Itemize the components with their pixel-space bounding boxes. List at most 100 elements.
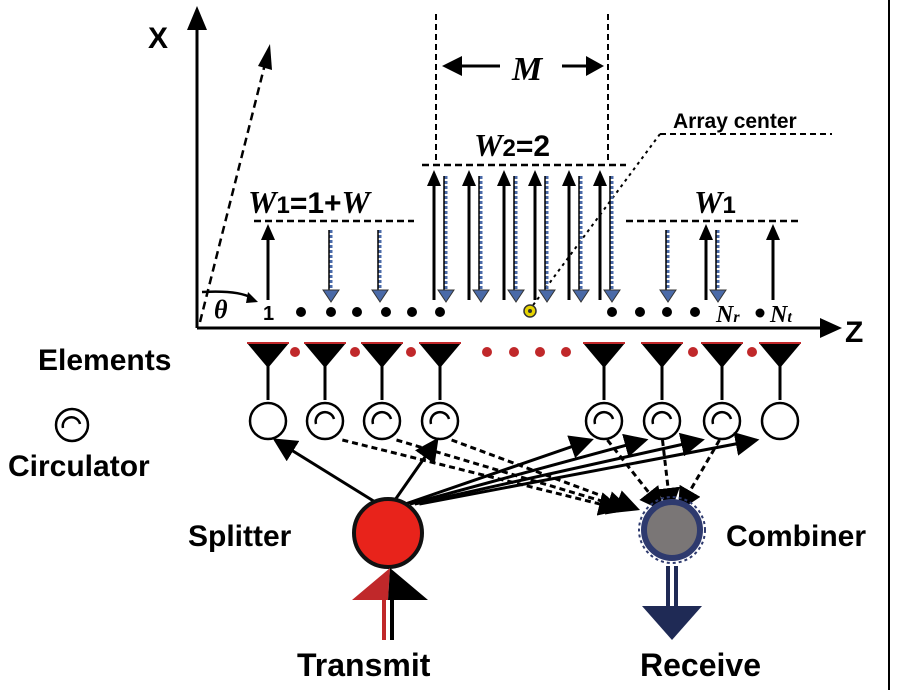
nt-label: Nt	[769, 302, 792, 328]
antenna-element	[759, 343, 801, 368]
circulator-arc	[314, 410, 336, 425]
nr-nt-separator-dot	[755, 308, 765, 318]
array-position-dot	[326, 307, 336, 317]
antenna-element	[247, 343, 289, 368]
array-position-dot	[407, 307, 417, 317]
array-position-dot	[296, 307, 306, 317]
circulator-legend-icon	[54, 407, 90, 443]
antenna-elements	[247, 342, 801, 400]
tx-weight-arrowhead	[699, 224, 713, 240]
tx-weight-arrowhead	[562, 170, 576, 186]
theta-label: θ	[214, 295, 228, 324]
circulator-legend-arc	[61, 416, 82, 429]
receive-feed	[341, 438, 623, 516]
array-center-label: Array center	[673, 110, 797, 133]
antenna-element	[641, 343, 683, 368]
rx-weight-arrowhead	[507, 289, 525, 303]
array-position-dot	[352, 307, 362, 317]
gap-dot	[688, 347, 698, 357]
transmit-feed	[419, 432, 760, 506]
w1-right-label: W1	[694, 184, 736, 220]
antenna-element	[701, 343, 743, 368]
circulator-arc	[711, 410, 733, 425]
combiner-label: Combiner	[726, 520, 866, 553]
m-label: M	[511, 51, 544, 88]
tx-weight-arrowhead	[593, 170, 607, 186]
rx-weight-arrowhead	[603, 289, 621, 303]
transmit-feed	[409, 433, 649, 506]
rx-weight-arrowhead	[572, 289, 590, 303]
x-axis-arrowhead	[187, 6, 207, 30]
gap-dot	[535, 347, 545, 357]
transmit-feed	[414, 432, 705, 506]
feed-lines	[272, 432, 760, 516]
circulator-icon	[584, 401, 624, 441]
rx-weight-arrowhead	[472, 289, 490, 303]
combiner-ring	[638, 496, 706, 564]
circulator-label: Circulator	[8, 450, 150, 483]
gap-dot	[290, 347, 300, 357]
transmit-feed	[272, 438, 380, 506]
rx-weight-arrowhead	[371, 289, 389, 303]
array-position-dot	[607, 307, 617, 317]
tx-weight-arrowhead	[427, 170, 441, 186]
steering-direction-line	[198, 59, 268, 323]
receive-feed	[677, 439, 721, 512]
antenna-element	[583, 343, 625, 368]
rx-weight-arrowhead	[437, 289, 455, 303]
z-axis-label: Z	[845, 316, 863, 349]
antenna-element	[361, 343, 403, 368]
receive-feed	[656, 439, 681, 512]
circulator-arc	[429, 410, 451, 425]
receive-arrowhead	[642, 606, 702, 640]
array-position-dot	[381, 307, 391, 317]
theta-arc-arrowhead	[246, 292, 258, 303]
rx-weight-arrowhead	[322, 289, 340, 303]
w1-left-label: W1=1+W	[248, 184, 373, 220]
receive-feed	[451, 438, 641, 513]
circulators	[248, 401, 800, 441]
transmit-feed	[390, 437, 439, 505]
transmit-feed	[404, 435, 594, 506]
array-position-dot	[690, 307, 700, 317]
receive-label: Receive	[640, 647, 761, 683]
element-gap-dots	[290, 347, 757, 357]
rx-weight-arrowhead	[709, 289, 727, 303]
array-position-dot	[435, 307, 445, 317]
tx-weight-arrowhead	[261, 224, 275, 240]
weight-arrows	[261, 170, 780, 303]
transmit-arrowhead-black	[388, 568, 428, 600]
rx-weight-arrowhead	[659, 289, 677, 303]
m-left-arrowhead	[442, 56, 462, 76]
array-center-dot-core	[528, 309, 532, 313]
gap-dot	[561, 347, 571, 357]
circulator-icon	[420, 401, 460, 441]
m-right-arrowhead	[586, 56, 604, 76]
antenna-element	[419, 343, 461, 368]
gap-dot	[747, 347, 757, 357]
circulator-icon	[642, 401, 682, 441]
transmit-label: Transmit	[297, 647, 431, 683]
array-position-dot	[635, 307, 645, 317]
tx-only-port	[760, 401, 800, 441]
transmit-arrowhead-red	[352, 568, 390, 600]
gap-dot	[482, 347, 492, 357]
elements-label: Elements	[38, 344, 171, 377]
tx-weight-arrowhead	[528, 170, 542, 186]
steering-direction-arrowhead	[258, 44, 272, 70]
splitter-node	[352, 497, 424, 569]
circulator-arc	[371, 410, 393, 425]
tx-only-port	[248, 401, 288, 441]
z-axis-arrowhead	[820, 318, 842, 338]
array-position-dots	[296, 307, 700, 317]
receive-feed	[606, 439, 664, 512]
x-axis-label: X	[148, 22, 168, 55]
circulator-icon	[702, 401, 742, 441]
circulator-arc	[651, 410, 673, 425]
nr-label: Nr	[715, 302, 740, 328]
combiner-node	[641, 499, 703, 561]
gap-dot	[350, 347, 360, 357]
first-element-label: 1	[263, 303, 274, 325]
tx-weight-arrowhead	[462, 170, 476, 186]
